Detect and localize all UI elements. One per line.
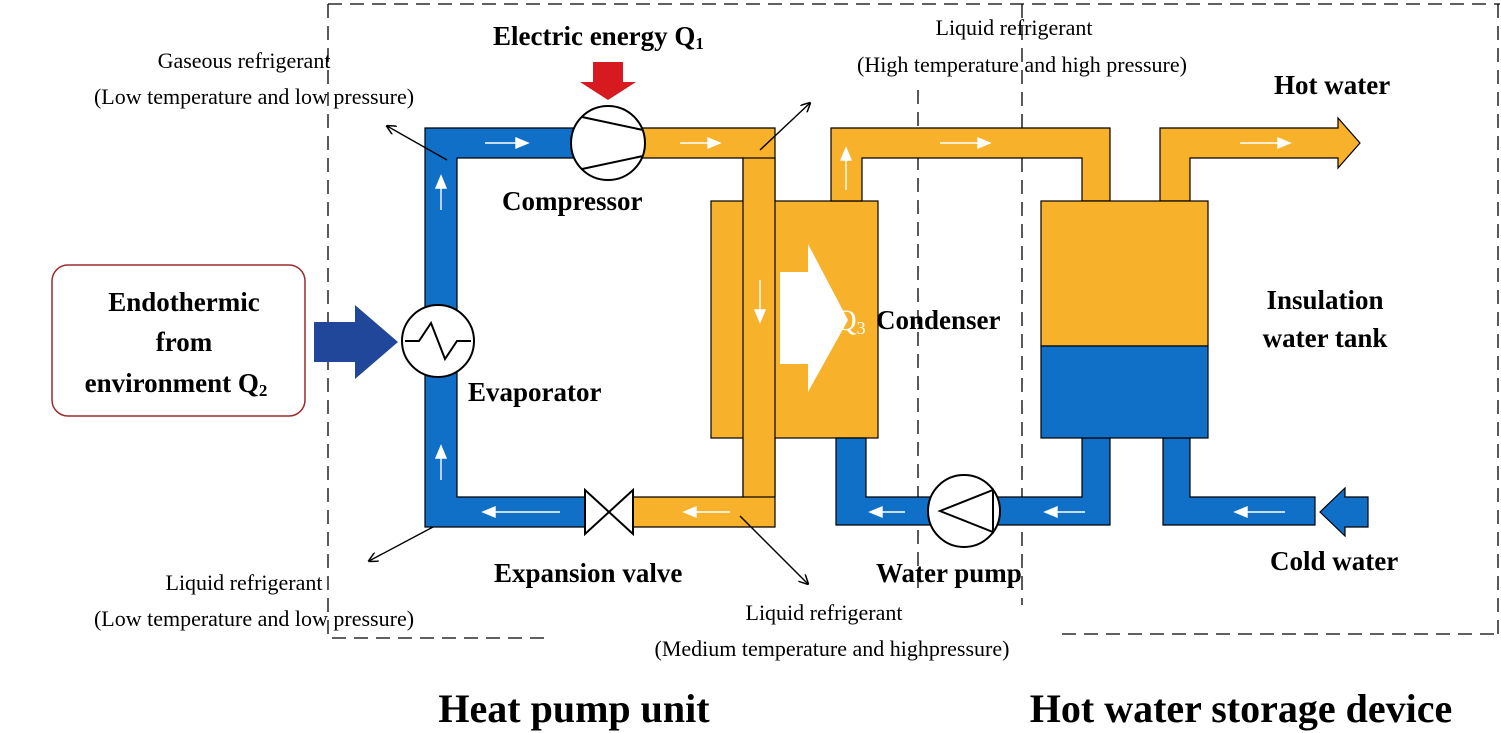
electric-energy-arrow [580, 62, 636, 100]
endothermic-label-line2: from [156, 327, 213, 357]
compressor-symbol [570, 105, 646, 181]
compressor-label: Compressor [502, 186, 643, 216]
water-hot-pipe [830, 127, 1111, 202]
heat-pump-unit-title: Heat pump unit [438, 686, 710, 731]
electric-energy-label: Electric energy Q1 [493, 21, 704, 53]
water-pump-symbol [927, 474, 1001, 548]
liquid-refrigerant-hp-label: Liquid refrigerant [936, 15, 1093, 40]
storage-device-title: Hot water storage device [1030, 686, 1452, 731]
expansion-valve-label: Expansion valve [494, 558, 682, 588]
insulation-water-tank [1040, 200, 1209, 439]
liquid-refrigerant-lp-desc: (Low temperature and low pressure) [94, 606, 414, 631]
insulation-tank-label-line1: Insulation [1266, 285, 1383, 315]
flow-arrows [434, 136, 1292, 519]
evaporator-symbol [401, 304, 475, 378]
cold-water-arrow [1319, 486, 1369, 538]
endothermic-label-line1: Endothermic [108, 287, 260, 317]
gaseous-refrigerant-desc: (Low temperature and low pressure) [94, 84, 414, 109]
callout-arrows [369, 103, 810, 584]
hot-water-label: Hot water [1274, 70, 1390, 100]
liquid-refrigerant-hp-desc: (High temperature and high pressure) [857, 52, 1187, 77]
endothermic-arrow [314, 305, 398, 379]
boundary-lines [327, 3, 1500, 639]
liquid-refrigerant-mp-label: Liquid refrigerant [746, 600, 903, 625]
water-pump-label: Water pump [876, 558, 1022, 588]
liquid-refrigerant-lp-label: Liquid refrigerant [166, 570, 323, 595]
hot-water-outlet-pipe [1159, 116, 1361, 202]
q3-label: Q3 [835, 304, 866, 338]
condenser-label: Condenser [876, 305, 1001, 335]
q3-heat-arrow [780, 244, 848, 392]
heat-pump-boundary [327, 4, 545, 639]
liquid-refrigerant-mp-desc: (Medium temperature and highpressure) [655, 636, 1010, 661]
endothermic-box [51, 264, 306, 417]
endothermic-label-line3: environment Q2 [85, 368, 268, 400]
evaporator-label: Evaporator [468, 377, 602, 407]
gaseous-refrigerant-label: Gaseous refrigerant [158, 48, 331, 73]
insulation-tank-label-line2: water tank [1263, 323, 1388, 353]
cold-water-label: Cold water [1270, 546, 1398, 576]
condenser-refrigerant-channel [742, 157, 776, 498]
expansion-valve-symbol [584, 487, 634, 537]
